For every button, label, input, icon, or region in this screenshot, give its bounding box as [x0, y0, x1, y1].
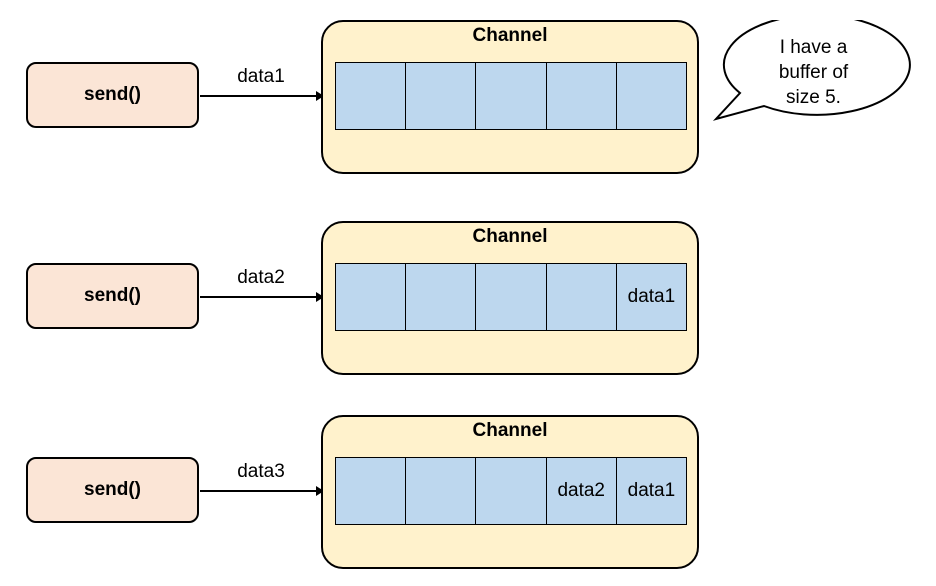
diagram-row-2: send() data2 Channel data1: [0, 221, 936, 375]
arrow-right-icon: [200, 292, 324, 302]
channel-title: Channel: [472, 226, 548, 247]
buffer-slot-2: [406, 63, 477, 129]
channel-box: Channel data2 data1: [321, 415, 699, 569]
buffer-slot-2: [406, 458, 477, 524]
channel-buffer: data1: [335, 263, 687, 331]
channel-box: Channel data1: [321, 221, 699, 375]
channel-buffer: [335, 62, 687, 130]
send-function-box: send(): [26, 457, 199, 523]
buffer-slot-5: data1: [616, 458, 687, 524]
callout-line: buffer of: [778, 62, 849, 83]
buffer-slot-3: [476, 63, 547, 129]
callout-line: I have a: [779, 37, 848, 58]
buffer-slot-2: [406, 264, 477, 330]
channel-buffer: data2 data1: [335, 457, 687, 525]
channel-box: Channel: [321, 20, 699, 174]
buffer-slot-3: [476, 458, 547, 524]
callout-text: I have a buffer of size 5.: [726, 35, 901, 110]
callout-line: size 5.: [786, 87, 841, 108]
buffer-slot-4: data2: [546, 458, 617, 524]
buffer-slot-4: [546, 63, 617, 129]
arrow-right-icon: [200, 486, 324, 496]
send-function-box: send(): [26, 62, 199, 128]
buffer-slot-1: [336, 458, 407, 524]
send-function-box: send(): [26, 263, 199, 329]
buffer-slot-5: [616, 63, 687, 129]
arrow-label: data1: [237, 66, 285, 87]
buffer-slot-5: data1: [616, 264, 687, 330]
buffer-slot-4: [546, 264, 617, 330]
arrow-label: data2: [237, 267, 285, 288]
diagram-row-3: send() data3 Channel data2 data1: [0, 415, 936, 569]
buffer-slot-1: [336, 63, 407, 129]
channel-title: Channel: [472, 25, 548, 46]
arrow-label: data3: [237, 461, 285, 482]
buffer-slot-1: [336, 264, 407, 330]
buffer-slot-3: [476, 264, 547, 330]
arrow-right-icon: [200, 91, 324, 101]
channel-title: Channel: [472, 420, 548, 441]
speech-bubble-icon: [712, 20, 911, 121]
diagram-row-1: send() data1 Channel: [0, 20, 936, 174]
